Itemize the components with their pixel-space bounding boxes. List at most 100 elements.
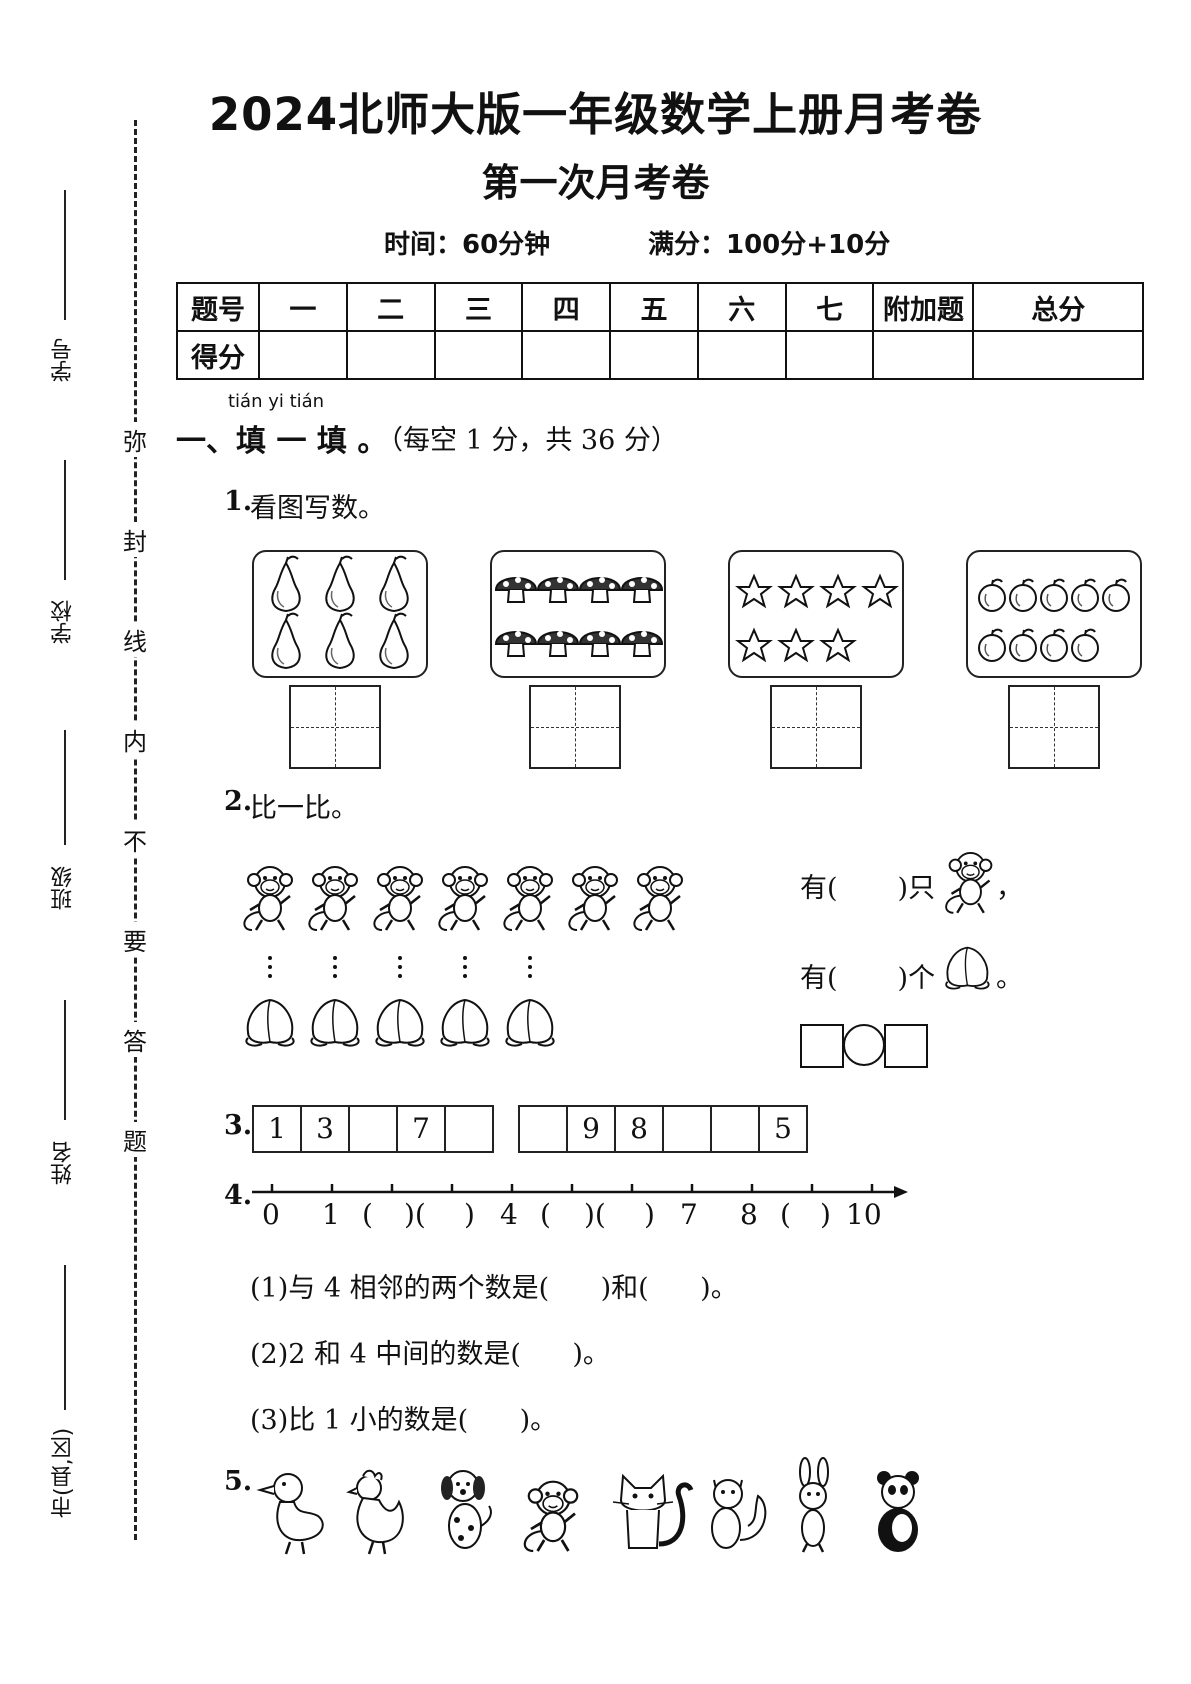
sequence-blank[interactable] bbox=[520, 1107, 568, 1151]
q2-text: 比一比。 bbox=[250, 793, 358, 824]
tick-label: ( bbox=[362, 1198, 373, 1231]
animal-row bbox=[256, 1457, 919, 1555]
q2-line2-prefix: 有( bbox=[800, 963, 838, 994]
peach-icon bbox=[945, 946, 990, 990]
q2-line1-punct: ， bbox=[996, 873, 1023, 904]
tick-label: 1 bbox=[322, 1198, 340, 1231]
tick-label: ) bbox=[820, 1198, 831, 1231]
score-table-cell: 三 bbox=[433, 282, 524, 332]
seal-char: 答 bbox=[120, 1022, 150, 1057]
score-table-cell: 四 bbox=[521, 282, 612, 332]
q2-line1: 有()只 bbox=[800, 866, 935, 905]
section1-pinyin: tián yi tián bbox=[228, 391, 325, 412]
panda-icon bbox=[877, 1471, 919, 1552]
score-table-header-row: 题号 一 二 三 四 五 六 七 附加题 总分 bbox=[176, 282, 1144, 332]
apple-picture-box bbox=[966, 550, 1142, 678]
squirrel-icon bbox=[711, 1479, 767, 1549]
field-line[interactable] bbox=[64, 1265, 66, 1410]
score-input-cell[interactable] bbox=[521, 330, 612, 380]
field-line[interactable] bbox=[64, 190, 66, 320]
compare-box-right[interactable] bbox=[884, 1024, 928, 1068]
tick-label: )( bbox=[404, 1198, 426, 1231]
tick-label: 10 bbox=[846, 1198, 882, 1231]
pear-picture-box bbox=[252, 550, 428, 678]
q3-label: 3. bbox=[224, 1110, 253, 1141]
section1-title: 一、填 一 填 。 bbox=[176, 424, 388, 459]
duck-icon bbox=[256, 1473, 324, 1555]
score-input-cell[interactable] bbox=[696, 330, 787, 380]
chicken-icon bbox=[346, 1469, 404, 1555]
exam-full-score: 满分：100分+10分 bbox=[648, 230, 891, 260]
seal-char: 要 bbox=[120, 922, 150, 957]
score-input-cell[interactable] bbox=[609, 330, 699, 380]
monkey-row bbox=[243, 865, 684, 932]
score-table-cell: 一 bbox=[258, 282, 348, 332]
q2-line2: 有( )个 bbox=[800, 956, 935, 995]
cat-icon bbox=[612, 1473, 694, 1549]
q2-line1-unit: )只 bbox=[897, 873, 936, 904]
field-region: 市(县,区) bbox=[51, 1427, 76, 1518]
connector-dots bbox=[268, 956, 532, 978]
score-input-cell[interactable] bbox=[972, 330, 1144, 380]
seal-char: 题 bbox=[120, 1122, 150, 1157]
tick-label: 0 bbox=[262, 1198, 280, 1231]
q4-sub2: (2)2 和 4 中间的数是( )。 bbox=[250, 1339, 610, 1370]
score-table-cell: 题号 bbox=[176, 282, 260, 332]
sequence-cell: 3 bbox=[302, 1107, 350, 1151]
q4-sub3: (3)比 1 小的数是( )。 bbox=[250, 1405, 558, 1436]
q2-line2-punct: 。 bbox=[996, 963, 1023, 994]
score-table: 题号 一 二 三 四 五 六 七 附加题 总分 得分 bbox=[176, 282, 1144, 380]
field-line[interactable] bbox=[64, 730, 66, 845]
star-picture-box bbox=[728, 550, 904, 678]
tick-label: ( bbox=[540, 1198, 551, 1231]
score-table-score-row: 得分 bbox=[176, 330, 1144, 380]
tick-label: ) bbox=[464, 1198, 475, 1231]
star-icon bbox=[737, 575, 897, 661]
seal-char: 弥 bbox=[120, 422, 150, 457]
compare-box-left[interactable] bbox=[800, 1024, 844, 1068]
score-table-cell: 六 bbox=[696, 282, 787, 332]
tick-label: 8 bbox=[740, 1198, 758, 1231]
tick-label: ) bbox=[644, 1198, 655, 1231]
sequence-blank[interactable] bbox=[350, 1107, 398, 1151]
section1-note: （每空 1 分，共 36 分） bbox=[376, 425, 678, 456]
score-table-cell: 总分 bbox=[972, 282, 1144, 332]
q5-label: 5. bbox=[224, 1466, 253, 1497]
compare-circle[interactable] bbox=[843, 1024, 885, 1066]
monkey-icon bbox=[523, 1480, 579, 1553]
page-title: 2024北师大版一年级数学上册月考卷 bbox=[208, 88, 983, 141]
field-class: 班级 bbox=[51, 866, 76, 910]
score-input-cell[interactable] bbox=[872, 330, 975, 380]
answer-grid-box[interactable] bbox=[1008, 685, 1100, 769]
seal-char: 不 bbox=[120, 822, 150, 857]
sequence-blank[interactable] bbox=[664, 1107, 712, 1151]
answer-grid-box[interactable] bbox=[289, 685, 381, 769]
monkey-peach-figure bbox=[243, 865, 684, 1047]
page-subtitle: 第一次月考卷 bbox=[481, 161, 710, 205]
number-line bbox=[252, 1184, 908, 1198]
seal-char: 封 bbox=[120, 522, 150, 557]
score-table-cell: 七 bbox=[784, 282, 875, 332]
score-table-cell: 二 bbox=[345, 282, 436, 332]
apple-icon bbox=[978, 578, 1130, 662]
answer-grid-box[interactable] bbox=[529, 685, 621, 769]
score-input-cell[interactable] bbox=[258, 330, 348, 380]
q1-label: 1. bbox=[224, 486, 253, 517]
sequence-blank[interactable] bbox=[712, 1107, 760, 1151]
sequence-cell: 9 bbox=[568, 1107, 616, 1151]
answer-grid-box[interactable] bbox=[770, 685, 862, 769]
sequence-cell: 7 bbox=[398, 1107, 446, 1151]
score-input-cell[interactable] bbox=[784, 330, 875, 380]
score-input-cell[interactable] bbox=[345, 330, 436, 380]
field-name: 姓名 bbox=[51, 1141, 76, 1185]
field-line[interactable] bbox=[64, 460, 66, 580]
score-input-cell[interactable] bbox=[433, 330, 524, 380]
number-sequence-1: 1 3 7 bbox=[252, 1105, 494, 1153]
pear-icon bbox=[271, 555, 409, 669]
number-sequence-2: 9 8 5 bbox=[518, 1105, 808, 1153]
field-line[interactable] bbox=[64, 1000, 66, 1120]
sequence-blank[interactable] bbox=[446, 1107, 492, 1151]
tick-label: ( bbox=[780, 1198, 791, 1231]
score-table-cell: 五 bbox=[609, 282, 699, 332]
q2-line2-unit: )个 bbox=[897, 963, 936, 994]
